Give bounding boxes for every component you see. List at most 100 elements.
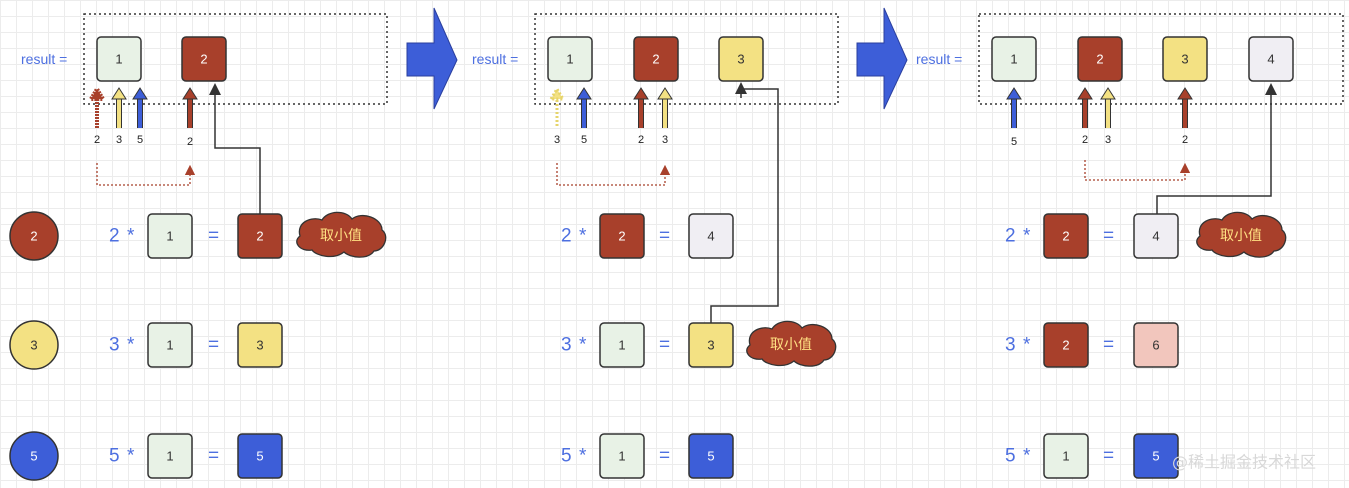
row-eq: = (208, 226, 219, 247)
result-frame (978, 13, 1344, 105)
result-box-1 (547, 36, 593, 82)
result-label: result = (916, 51, 962, 67)
row-eq: = (1103, 446, 1114, 467)
result-box-2 (633, 36, 679, 82)
row-base: 1 (618, 338, 625, 353)
row-product: 4 (1152, 229, 1159, 244)
result-value-1: 1 (115, 52, 122, 67)
row-op: * (579, 226, 587, 247)
pointer-2-arrow (182, 87, 198, 128)
pointer-3-arrow (548, 86, 566, 126)
row-prime: 5 (1005, 446, 1016, 467)
row-product: 2 (256, 229, 263, 244)
row-product: 3 (256, 338, 263, 353)
pointer-2-arrow (1077, 87, 1093, 128)
prime-circle-5: 5 (9, 431, 59, 481)
result-box-3 (718, 36, 764, 82)
pointer-label: 2 (187, 136, 193, 148)
row-product: 4 (707, 229, 714, 244)
pointer-label: 3 (662, 134, 668, 146)
row-eq: = (659, 446, 670, 467)
row-product: 3 (707, 338, 714, 353)
panel-1: result = 1 2 2 3 5 2 (21, 13, 388, 479)
result-value-2: 2 (652, 52, 659, 67)
row-prime: 2 (109, 226, 120, 247)
row-op: * (1023, 226, 1031, 247)
row-prime: 5 (109, 446, 120, 467)
row-base: 2 (1062, 338, 1069, 353)
row-op: * (127, 446, 135, 467)
row-base: 1 (166, 229, 173, 244)
result-frame (534, 13, 839, 105)
row-prime: 3 (561, 335, 572, 356)
row-op: * (127, 226, 135, 247)
result-box-2 (181, 36, 227, 82)
prime-label: 2 (30, 229, 37, 244)
row-prime-5: 5 * 1 = 5 (1005, 433, 1179, 479)
pointer-2-arrow (1177, 87, 1193, 128)
pointer-label: 3 (116, 134, 122, 146)
prime-label: 5 (30, 449, 37, 464)
min-value-cloud: 取小值 (296, 211, 387, 258)
result-value-2: 2 (1096, 52, 1103, 67)
step-arrow (856, 7, 908, 110)
prime-label: 3 (30, 338, 37, 353)
row-prime-3: 3 * 1 = 3 (561, 322, 734, 368)
result-box-3 (1162, 36, 1208, 82)
result-box-1 (991, 36, 1037, 82)
row-op: * (1023, 335, 1031, 356)
result-label: result = (472, 51, 518, 67)
insert-arrow (710, 88, 779, 323)
row-prime-2: 2 * 2 = 4 (561, 213, 734, 259)
cloud-label: 取小值 (770, 337, 812, 353)
row-prime: 3 (1005, 335, 1016, 356)
row-eq: = (659, 335, 670, 356)
pointer-label: 3 (1105, 134, 1111, 146)
row-eq: = (659, 226, 670, 247)
pointer-5-arrow (132, 87, 148, 128)
row-eq: = (208, 446, 219, 467)
row-op: * (127, 335, 135, 356)
result-value-3: 3 (737, 52, 744, 67)
step-arrow (406, 7, 458, 110)
result-label: result = (21, 51, 67, 67)
row-eq: = (1103, 226, 1114, 247)
row-base: 1 (166, 338, 173, 353)
result-box-2 (1077, 36, 1123, 82)
result-value-3: 3 (1181, 52, 1188, 67)
row-eq: = (1103, 335, 1114, 356)
row-prime-2: 2 * 2 = 4 (1005, 213, 1179, 259)
min-value-cloud: 取小值 (1196, 211, 1287, 258)
pointer-2-arrow (87, 85, 107, 128)
row-prime-3: 3 * 2 = 6 (1005, 322, 1179, 368)
row-prime: 2 (561, 226, 572, 247)
result-frame (83, 13, 388, 105)
row-base: 2 (618, 229, 625, 244)
insert-arrow (209, 83, 261, 215)
min-value-cloud: 取小值 (746, 320, 837, 367)
pointer-3-arrow (657, 87, 673, 128)
pointer-move-arrow (556, 163, 671, 186)
result-value-2: 2 (200, 52, 207, 67)
pointer-5-arrow (1006, 87, 1022, 128)
pointer-label: 2 (1182, 134, 1188, 146)
pointer-5-arrow (576, 87, 592, 128)
row-base: 1 (166, 449, 173, 464)
row-op: * (1023, 446, 1031, 467)
row-prime-5: 5 * 1 = 5 (561, 433, 734, 479)
result-box-4 (1248, 36, 1294, 82)
row-product: 6 (1152, 338, 1159, 353)
row-product: 5 (707, 449, 714, 464)
pointer-label: 2 (94, 134, 100, 146)
result-value-4: 4 (1267, 52, 1274, 67)
pointer-move-arrow (1084, 160, 1191, 181)
result-value-1: 1 (1010, 52, 1017, 67)
insert-arrow (1156, 83, 1277, 214)
panel-3: result = 1 2 3 4 5 2 3 (916, 13, 1344, 479)
row-product: 5 (1152, 449, 1159, 464)
cloud-label: 取小值 (1220, 228, 1262, 244)
row-op: * (579, 446, 587, 467)
pointer-label: 5 (581, 134, 587, 146)
row-prime-5: 5 * 1 = 5 (109, 433, 283, 479)
